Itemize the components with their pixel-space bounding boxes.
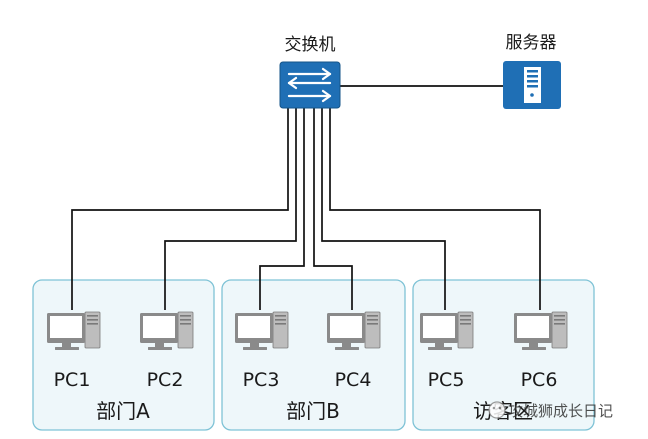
pc4-label: PC4 xyxy=(335,369,372,391)
server-label: 服务器 xyxy=(506,33,557,53)
pc6-label: PC6 xyxy=(521,369,558,391)
link-pc3 xyxy=(259,108,305,310)
server-icon xyxy=(503,61,561,109)
zone-label-dept-a: 部门A xyxy=(96,399,150,423)
pc2-label: PC2 xyxy=(147,369,184,391)
watermark: 攻城狮成长日记 xyxy=(488,401,613,420)
pc1-label: PC1 xyxy=(54,369,91,391)
link-pc1 xyxy=(71,108,289,310)
pc3-label: PC3 xyxy=(243,369,280,391)
watermark-text: 攻城狮成长日记 xyxy=(508,403,613,420)
link-pc4 xyxy=(313,108,353,310)
watermark-logo-icon xyxy=(488,401,506,419)
link-pc6 xyxy=(329,108,541,310)
link-pc5 xyxy=(321,108,446,310)
connection-lines xyxy=(71,85,541,310)
zone-label-dept-b: 部门B xyxy=(286,399,340,423)
link-pc2 xyxy=(164,108,297,310)
switch-label: 交换机 xyxy=(285,35,336,55)
pc5-label: PC5 xyxy=(428,369,465,391)
switch-icon xyxy=(279,61,341,109)
